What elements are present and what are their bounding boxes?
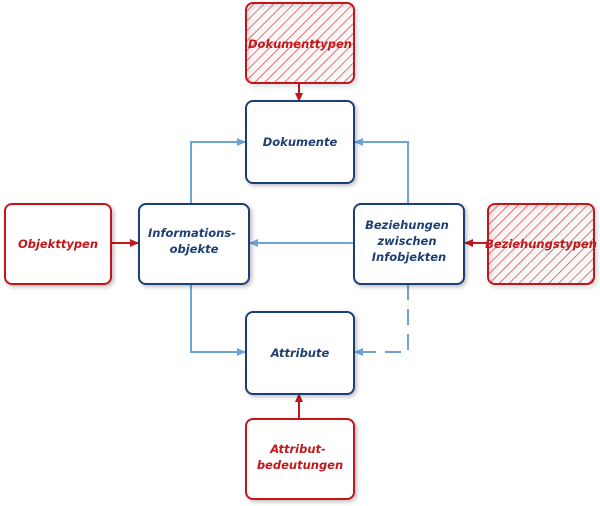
node-informationsobjekte-label: Informations- objekte [148, 226, 240, 256]
node-attribute: Attribute [245, 311, 355, 395]
edge-informationsobjekte-to-dokumente [190, 138, 246, 205]
edge-informationsobjekte-to-attribute [190, 284, 246, 356]
node-beziehungstypen-label: Beziehungstypen [485, 237, 597, 251]
node-beziehungstypen: Beziehungstypen [485, 203, 597, 285]
node-beziehungen: Beziehungen zwischen Infobjekten [353, 203, 465, 285]
node-dokumente: Dokumente [245, 100, 355, 184]
edge-beziehungen-to-attribute-dashed [354, 284, 409, 356]
node-attribute-label: Attribute [270, 346, 330, 360]
node-objekttypen: Objekttypen [4, 203, 112, 285]
node-dokumente-label: Dokumente [263, 135, 338, 149]
node-objekttypen-label: Objekttypen [18, 237, 98, 251]
edge-beziehungen-to-dokumente [354, 138, 409, 205]
node-dokumenttypen-label: Dokumenttypen [248, 37, 352, 51]
node-attributbedeutungen: Attribut- bedeutungen [245, 418, 355, 500]
node-informationsobjekte: Informations- objekte [138, 203, 250, 285]
node-beziehungen-label: Beziehungen zwischen Infobjekten [365, 218, 453, 264]
blue-connectors [190, 138, 409, 356]
node-attributbedeutungen-label: Attribut- bedeutungen [257, 442, 343, 472]
node-dokumenttypen: Dokumenttypen [245, 2, 355, 84]
red-connectors [110, 84, 488, 418]
